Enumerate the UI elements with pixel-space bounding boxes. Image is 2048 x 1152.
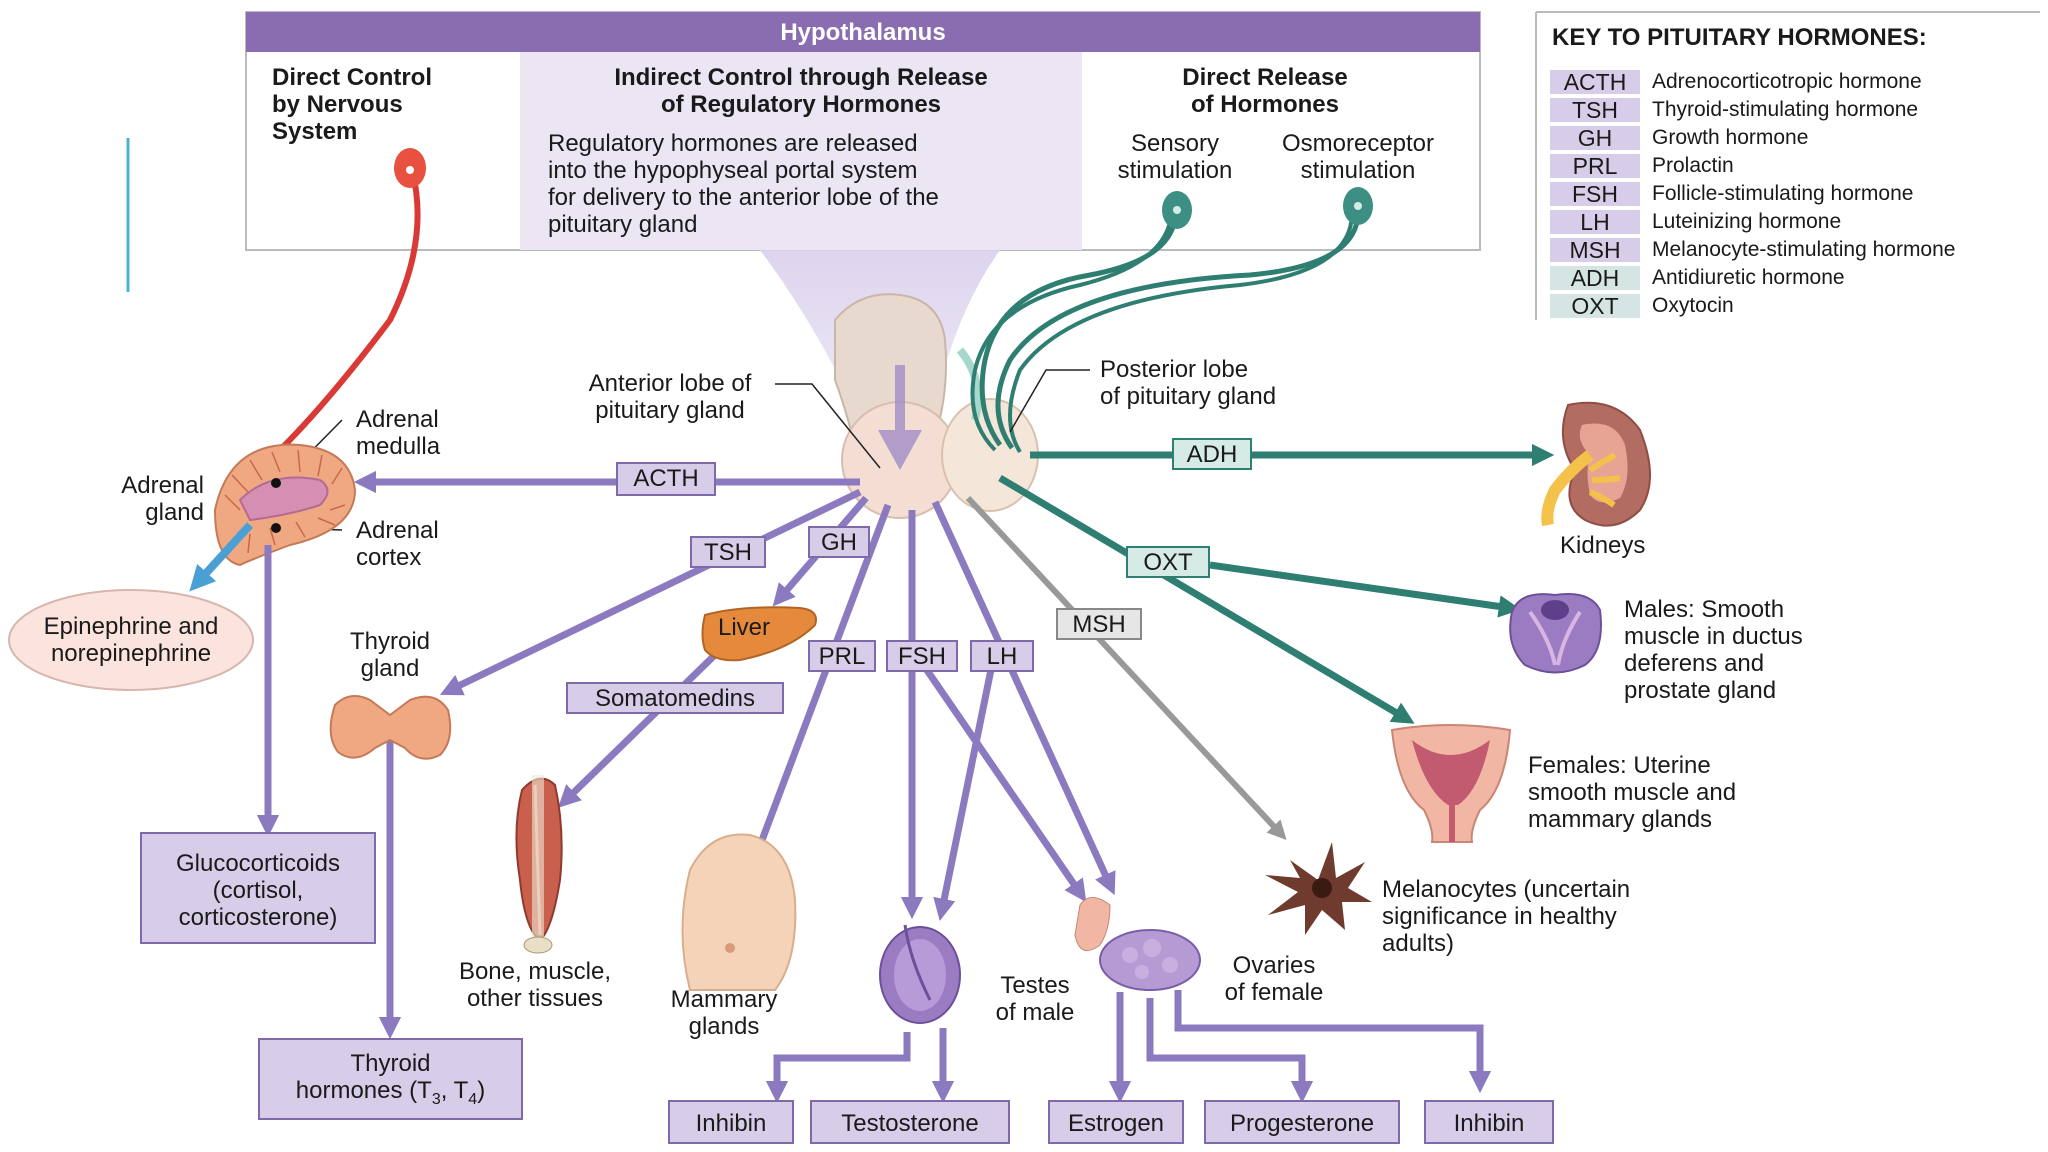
liver-label: Liver — [718, 614, 771, 641]
key-name-fsh: Follicle-stimulating hormone — [1652, 182, 1914, 205]
adrenal-medulla-label: Adrenal medulla — [356, 406, 441, 460]
key-name-acth: Adrenocorticotropic hormone — [1652, 70, 1922, 93]
kidney-icon — [1541, 401, 1651, 527]
indirect-control-heading: Indirect Control through Release of Regu… — [614, 64, 988, 118]
liver-icon — [701, 606, 817, 662]
key-abbr-prl: PRL — [1550, 154, 1640, 178]
uterus-icon — [1390, 724, 1512, 843]
hormone-tag-adh: ADH — [1172, 438, 1252, 470]
ovaries-label: Ovaries of female — [1224, 952, 1324, 1006]
hormone-tag-msh: MSH — [1056, 608, 1142, 640]
key-abbr-oxt: OXT — [1550, 294, 1640, 318]
somatomedins-label: Somatomedins — [566, 682, 784, 714]
hormone-tag-tsh: TSH — [690, 536, 766, 568]
bone-muscle-label: Bone, muscle, other tissues — [458, 958, 612, 1012]
hormone-tag-prl: PRL — [808, 640, 876, 672]
sensory-stimulation-label: Sensory stimulation — [1117, 130, 1233, 184]
osmoreceptor-stimulation-label: Osmoreceptor stimulation — [1281, 130, 1435, 184]
product-inhibin-male: Inhibin — [668, 1100, 794, 1144]
epinephrine-label: Epinephrine and norepinephrine — [43, 613, 219, 667]
key-abbr-tsh: TSH — [1550, 98, 1640, 122]
nervous-control-heading: Direct Control by Nervous System — [272, 64, 433, 145]
testes-icon — [879, 924, 961, 1024]
key-name-gh: Growth hormone — [1652, 126, 1809, 149]
melanocytes-label: Melanocytes (uncertain significance in h… — [1382, 876, 1631, 957]
melanocyte-icon — [1265, 842, 1372, 935]
males-target-label: Males: Smooth muscle in ductus deferens … — [1624, 596, 1803, 704]
prostate-icon — [1509, 593, 1602, 674]
hormone-tag-lh: LH — [970, 640, 1034, 672]
key-name-prl: Prolactin — [1652, 154, 1734, 177]
thyroid-hormones-box: Thyroid hormones (T3, T4) — [258, 1038, 523, 1120]
adrenal-cortex-label: Adrenal cortex — [356, 517, 439, 571]
testes-label: Testes of male — [995, 972, 1075, 1026]
product-testosterone: Testosterone — [810, 1100, 1010, 1144]
key-abbr-msh: MSH — [1550, 238, 1640, 262]
product-inhibin-female: Inhibin — [1424, 1100, 1554, 1144]
pituitary-gland — [834, 293, 1039, 519]
key-name-tsh: Thyroid-stimulating hormone — [1652, 98, 1919, 121]
key-abbr-adh: ADH — [1550, 266, 1640, 290]
females-target-label: Females: Uterine smooth muscle and mamma… — [1528, 752, 1737, 833]
adrenal-gland-label: Adrenal gland — [121, 472, 204, 526]
hormone-tag-gh: GH — [808, 526, 870, 558]
anterior-lobe-label: Anterior lobe of pituitary gland — [588, 370, 752, 424]
thyroid-gland-label: Thyroid gland — [349, 628, 431, 682]
hypothalamus-title: Hypothalamus — [780, 19, 946, 46]
posterior-lobe-label: Posterior lobe of pituitary gland — [1100, 356, 1277, 410]
key-name-msh: Melanocyte-stimulating hormone — [1652, 238, 1956, 261]
ovaries-icon — [1074, 897, 1201, 991]
indirect-control-body: Regulatory hormones are released into th… — [548, 130, 939, 238]
glucocorticoids-box: Glucocorticoids (cortisol, corticosteron… — [140, 832, 376, 944]
hormone-tag-fsh: FSH — [886, 640, 958, 672]
product-estrogen: Estrogen — [1048, 1100, 1184, 1144]
muscle-bone-icon — [515, 775, 563, 954]
key-title: KEY TO PITUITARY HORMONES: — [1552, 24, 1927, 51]
key-name-adh: Antidiuretic hormone — [1652, 266, 1845, 289]
key-abbr-gh: GH — [1550, 126, 1640, 150]
mammary-glands-label: Mammary glands — [670, 986, 778, 1040]
hormone-tag-oxt: OXT — [1126, 546, 1210, 578]
product-progesterone: Progesterone — [1204, 1100, 1400, 1144]
key-abbr-acth: ACTH — [1550, 70, 1640, 94]
mammary-icon — [681, 833, 797, 991]
hormone-tag-acth: ACTH — [616, 462, 716, 496]
key-name-lh: Luteinizing hormone — [1652, 210, 1842, 233]
key-abbr-lh: LH — [1550, 210, 1640, 234]
key-abbr-fsh: FSH — [1550, 182, 1640, 206]
direct-release-heading: Direct Release of Hormones — [1182, 64, 1348, 118]
hypothalamus-panel — [245, 11, 1481, 251]
kidneys-label: Kidneys — [1560, 532, 1646, 559]
thyroid-hormones-formula: hormones (T3, T4) — [295, 1077, 486, 1108]
posterior-hormone-arrows — [998, 443, 1555, 724]
epinephrine-bubble — [8, 589, 254, 691]
adrenal-gland-icon — [213, 443, 357, 567]
thyroid-icon — [329, 695, 452, 760]
key-name-oxt: Oxytocin — [1652, 294, 1734, 317]
